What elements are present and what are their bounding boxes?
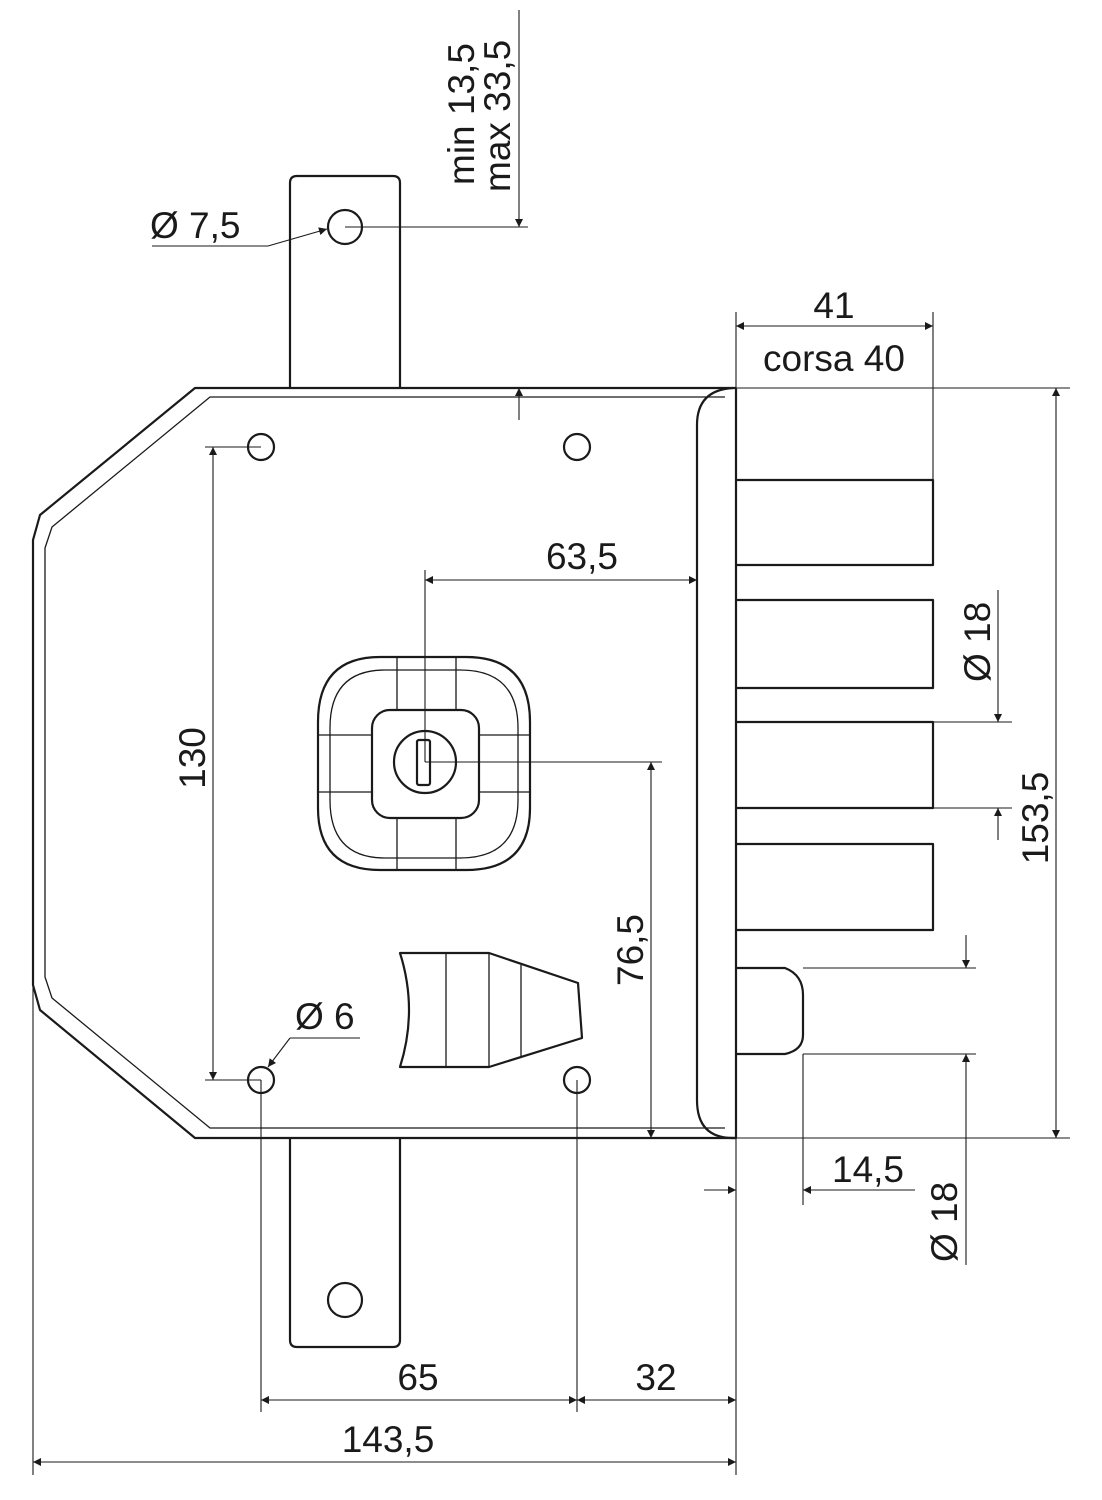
dimension-labels: Ø 7,5 min 13,5 max 33,5 41 corsa 40 63,5… <box>150 40 1056 1460</box>
bolt-3 <box>736 720 935 810</box>
top-bracket <box>288 174 402 388</box>
bolt-1 <box>736 478 935 567</box>
deadbolts <box>736 478 935 932</box>
hole-top-right <box>562 432 592 462</box>
label-bolt-length: 41 <box>813 285 854 326</box>
label-height-holes: 130 <box>172 727 213 789</box>
label-hole-top-bracket: Ø 7,5 <box>150 205 241 246</box>
label-overall-width: 143,5 <box>342 1419 435 1460</box>
lock-body <box>31 386 736 1140</box>
label-overall-height: 153,5 <box>1015 772 1056 865</box>
bolt-2 <box>736 598 935 690</box>
label-height-cylinder: 76,5 <box>610 914 651 986</box>
label-backset-max: max 33,5 <box>477 40 518 192</box>
label-hole-fixing: Ø 6 <box>295 996 355 1037</box>
cylinder-rose <box>316 655 532 872</box>
label-width-edge: 32 <box>635 1357 676 1398</box>
label-latch-projection: 14,5 <box>832 1149 904 1190</box>
label-bolt-diameter: Ø 18 <box>957 602 998 682</box>
label-cylinder-offset: 63,5 <box>546 536 618 577</box>
latch <box>736 966 805 1056</box>
bottom-bracket-hole <box>326 1281 364 1319</box>
label-bolt-throw: corsa 40 <box>763 338 905 379</box>
bolt-4 <box>736 842 935 932</box>
lever <box>398 951 584 1069</box>
label-latch-diameter: Ø 18 <box>924 1182 965 1262</box>
label-backset-min: min 13,5 <box>441 43 482 185</box>
bottom-bracket <box>288 1138 402 1349</box>
faceplate <box>695 386 738 1140</box>
label-width-holes: 65 <box>397 1357 438 1398</box>
dimension-lines <box>32 10 1070 1475</box>
fixing-holes <box>246 432 592 1095</box>
